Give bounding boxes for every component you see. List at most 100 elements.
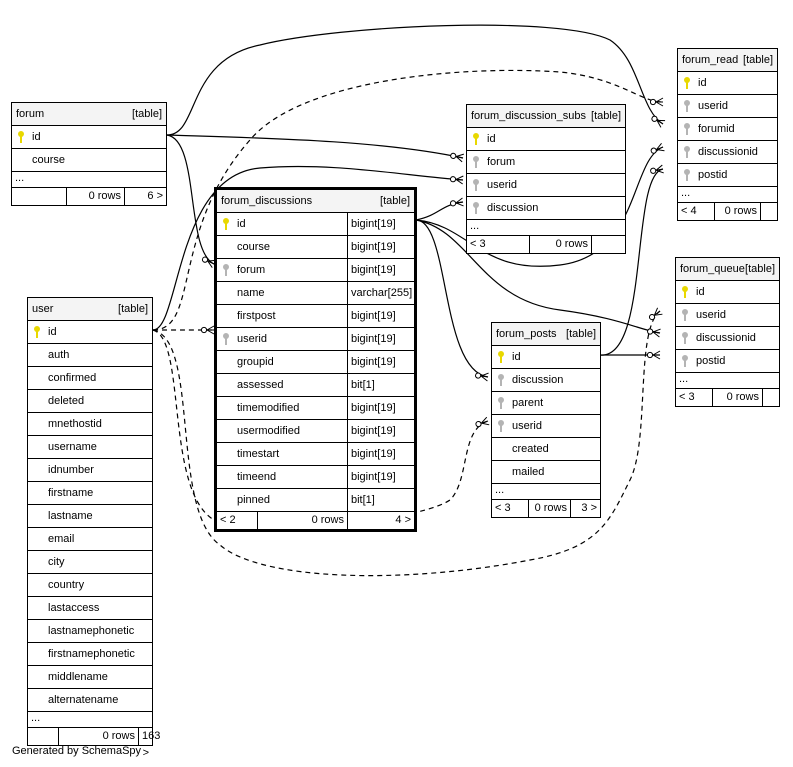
column-row[interactable]: created: [492, 438, 600, 461]
child-count[interactable]: 3 >: [570, 500, 600, 517]
column-row[interactable]: email: [28, 528, 152, 551]
column-name: lastaccess: [48, 602, 100, 614]
generated-by-label: Generated by SchemaSpy: [12, 745, 142, 757]
parent-count[interactable]: < 2: [220, 514, 236, 526]
table-forum-posts[interactable]: forum_posts [table] id discussion parent…: [491, 322, 601, 518]
table-forum[interactable]: forum [table] id course ... 0 rows 6 >: [11, 102, 167, 206]
column-row[interactable]: name varchar[255]: [217, 282, 414, 305]
column-row[interactable]: userid: [678, 95, 777, 118]
column-row[interactable]: lastname: [28, 505, 152, 528]
column-row[interactable]: firstname: [28, 482, 152, 505]
column-row[interactable]: userid: [676, 304, 779, 327]
child-count[interactable]: 4 >: [347, 512, 414, 529]
column-type: bigint[19]: [347, 443, 414, 465]
column-type: bit[1]: [347, 489, 414, 511]
parent-count[interactable]: < 3: [495, 502, 511, 514]
column-name: timemodified: [237, 402, 300, 414]
column-row[interactable]: assessed bit[1]: [217, 374, 414, 397]
primary-key-icon: [684, 77, 690, 89]
footer-left: [12, 188, 66, 205]
column-row[interactable]: lastnamephonetic: [28, 620, 152, 643]
table-user[interactable]: user [table] id auth confirmed deleted m…: [27, 297, 160, 759]
column-row[interactable]: id bigint[19]: [217, 213, 414, 236]
table-type: [table]: [591, 110, 621, 122]
more-columns: ...: [467, 220, 625, 236]
column-row[interactable]: discussionid: [676, 327, 779, 350]
column-row[interactable]: id: [492, 346, 600, 369]
table-header: forum_posts [table]: [492, 323, 600, 346]
column-name: id: [696, 286, 705, 298]
column-name: postid: [698, 169, 728, 181]
column-row[interactable]: forumid: [678, 118, 777, 141]
column-row[interactable]: postid: [678, 164, 777, 187]
column-row[interactable]: mailed: [492, 461, 600, 484]
column-row[interactable]: parent: [492, 392, 600, 415]
column-row[interactable]: userid bigint[19]: [217, 328, 414, 351]
column-row[interactable]: idnumber: [28, 459, 152, 482]
column-row[interactable]: username: [28, 436, 152, 459]
column-row[interactable]: course: [12, 149, 166, 172]
column-row[interactable]: mnethostid: [28, 413, 152, 436]
column-type: bigint[19]: [347, 420, 414, 442]
column-row[interactable]: forum bigint[19]: [217, 259, 414, 282]
child-count[interactable]: 6 >: [124, 188, 166, 205]
rel-fd-fr-discussionid: [415, 147, 663, 267]
column-row[interactable]: id: [28, 321, 152, 344]
column-row[interactable]: id: [678, 72, 777, 95]
column-row[interactable]: id: [467, 128, 625, 151]
child-count: [762, 389, 779, 406]
column-row[interactable]: id: [676, 281, 779, 304]
more-columns: ...: [676, 373, 779, 389]
column-name: discussionid: [696, 332, 756, 344]
column-row[interactable]: timemodified bigint[19]: [217, 397, 414, 420]
column-name: timestart: [237, 448, 280, 460]
table-forum-discussions[interactable]: forum_discussions [table] id bigint[19] …: [214, 187, 417, 532]
column-row[interactable]: userid: [492, 415, 600, 438]
column-name: userid: [237, 333, 267, 345]
column-row[interactable]: id: [12, 126, 166, 149]
column-row[interactable]: timestart bigint[19]: [217, 443, 414, 466]
foreign-key-icon: [498, 420, 504, 432]
table-name: forum_posts: [496, 328, 557, 340]
column-name: alternatename: [48, 694, 119, 706]
parent-count[interactable]: < 4: [681, 205, 697, 217]
foreign-key-icon: [684, 100, 690, 112]
primary-key-icon: [223, 218, 229, 230]
column-row[interactable]: discussionid: [678, 141, 777, 164]
column-row[interactable]: discussion: [492, 369, 600, 392]
column-row[interactable]: pinned bit[1]: [217, 489, 414, 512]
column-row[interactable]: postid: [676, 350, 779, 373]
column-name: postid: [696, 355, 726, 367]
table-name: forum_discussions: [221, 195, 313, 207]
column-row[interactable]: auth: [28, 344, 152, 367]
column-row[interactable]: country: [28, 574, 152, 597]
column-row[interactable]: discussion: [467, 197, 625, 220]
table-forum-queue[interactable]: forum_queue [table] id userid discussion…: [675, 257, 780, 407]
column-row[interactable]: userid: [467, 174, 625, 197]
column-name: confirmed: [48, 372, 97, 384]
column-type: bigint[19]: [347, 328, 414, 350]
table-forum-read[interactable]: forum_read [table] id userid forumid dis…: [677, 48, 778, 221]
column-row[interactable]: firstpost bigint[19]: [217, 305, 414, 328]
column-row[interactable]: timeend bigint[19]: [217, 466, 414, 489]
rel-forum-forum-read: [166, 24, 663, 136]
column-row[interactable]: deleted: [28, 390, 152, 413]
column-row[interactable]: city: [28, 551, 152, 574]
column-row[interactable]: forum: [467, 151, 625, 174]
parent-count[interactable]: < 3: [470, 238, 486, 250]
column-row[interactable]: groupid bigint[19]: [217, 351, 414, 374]
column-row[interactable]: usermodified bigint[19]: [217, 420, 414, 443]
column-row[interactable]: lastaccess: [28, 597, 152, 620]
table-forum-discussion-subs[interactable]: forum_discussion_subs [table] id forum u…: [466, 104, 626, 254]
parent-count[interactable]: < 3: [679, 391, 695, 403]
foreign-key-icon: [682, 332, 688, 344]
child-count[interactable]: 163 >: [138, 728, 160, 759]
column-row[interactable]: confirmed: [28, 367, 152, 390]
column-row[interactable]: firstnamephonetic: [28, 643, 152, 666]
column-name: userid: [698, 100, 728, 112]
column-type: bigint[19]: [347, 466, 414, 488]
column-name: firstname: [48, 487, 94, 499]
column-row[interactable]: course bigint[19]: [217, 236, 414, 259]
column-row[interactable]: alternatename: [28, 689, 152, 712]
column-row[interactable]: middlename: [28, 666, 152, 689]
